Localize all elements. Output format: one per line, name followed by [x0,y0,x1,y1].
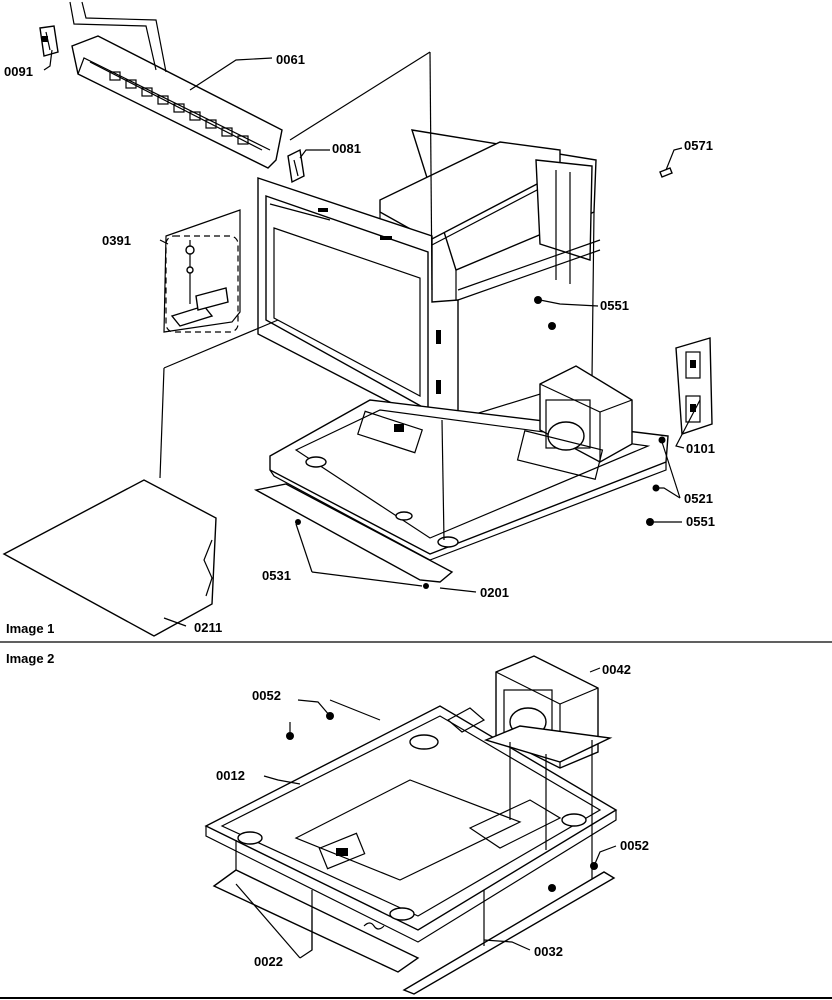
label-0531: 0531 [262,568,291,583]
bracket-0081 [287,148,305,184]
interlock-0391 [163,209,241,333]
plate-0211 [2,479,217,637]
base-pan-0012 [204,705,618,943]
label-0042: 0042 [602,662,631,677]
image2-assembly: 0042 0052 0012 0052 0022 0032 [204,655,649,995]
image1-assembly: 0091 0061 0081 0571 0391 0551 0101 0521 … [2,1,715,637]
door-switch-0101 [675,337,713,435]
transformer [516,365,633,480]
label-0052-lower: 0052 [620,838,649,853]
screw-0551-upper [534,296,556,330]
screw-0052-upper [286,712,334,740]
label-0012: 0012 [216,768,245,783]
label-0551-lower: 0551 [686,514,715,529]
label-0521: 0521 [684,491,713,506]
label-0101: 0101 [686,441,715,456]
caption-image1: Image 1 [6,621,54,636]
control-panel-0061 [69,1,283,169]
label-0081: 0081 [332,141,361,156]
transformer-0042 [483,655,613,880]
oven-cavity [257,129,601,429]
screw-0531 [295,519,429,589]
rail-0032 [402,871,616,995]
spring-clip [363,922,385,930]
label-0052-upper: 0052 [252,688,281,703]
leader-lines-image1 [43,49,701,627]
clip-0091 [39,25,59,57]
label-0571: 0571 [684,138,713,153]
label-0201: 0201 [480,585,509,600]
label-0061: 0061 [276,52,305,67]
label-0022: 0022 [254,954,283,969]
screw-0551-lower [646,518,654,526]
label-0551-upper: 0551 [600,298,629,313]
base-channel [253,483,454,583]
caption-image2: Image 2 [6,651,54,666]
label-0091: 0091 [4,64,33,79]
label-0032: 0032 [534,944,563,959]
label-0391: 0391 [102,233,131,248]
label-0211: 0211 [194,620,222,635]
leader-lines-image2 [235,667,617,959]
